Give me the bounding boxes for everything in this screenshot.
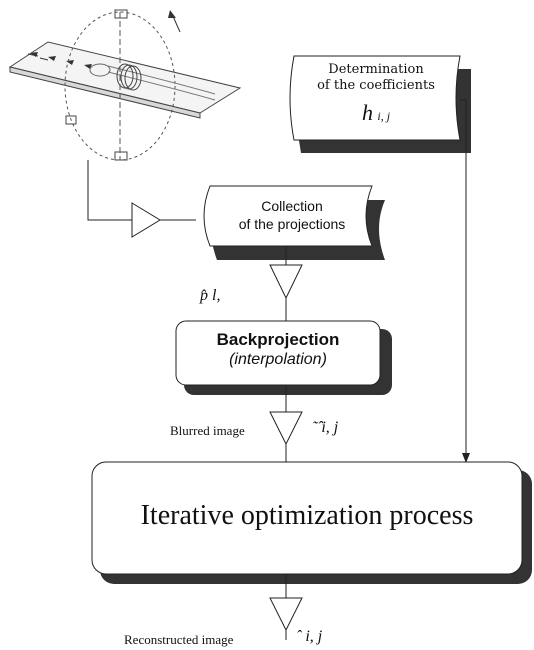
collection-box-shape (203, 185, 385, 260)
coefficients-box-shape (289, 55, 471, 153)
connector-scanner (87, 160, 132, 221)
backprojection-box-shape (175, 320, 392, 395)
collection-title-line1: Collection (261, 198, 323, 214)
optimization-box-shape (91, 461, 532, 584)
coefficients-title-line1: Determination (328, 62, 424, 77)
backprojection-subtitle: (interpolation) (229, 351, 327, 369)
coefficients-subscript: i, j (377, 108, 391, 123)
blurred-image-label: Blurred image (170, 423, 245, 438)
coefficients-title-line2: of the coefficients (317, 78, 435, 94)
arrow-triangle-down-3 (269, 597, 303, 632)
blurred-image-symbol: ˜̂ i, j (312, 419, 339, 436)
arrow-triangle-down-1 (269, 264, 303, 300)
projection-label: p̂ l, (200, 287, 221, 304)
reconstructed-image-symbol: ˆ i, j (296, 628, 323, 645)
coefficients-box: Determination of the coefficients h i, j (296, 62, 456, 126)
ct-scanner-illustration (8, 9, 242, 161)
backprojection-box: Backprojection (interpolation) (176, 329, 380, 370)
connector-coefficients (460, 99, 470, 463)
arrow-triangle-right (131, 202, 161, 238)
coefficients-variable: h (361, 99, 373, 125)
backprojection-title: Backprojection (216, 330, 340, 349)
collection-title-line2: of the projections (238, 215, 346, 232)
reconstructed-image-label: Reconstructed image (124, 632, 234, 647)
arrow-triangle-down-2 (269, 411, 303, 446)
coefficients-formula: h i, j (296, 99, 456, 127)
collection-box: Collection of the projections (212, 198, 372, 233)
optimization-box-label: Iterative optimization process (140, 500, 474, 531)
